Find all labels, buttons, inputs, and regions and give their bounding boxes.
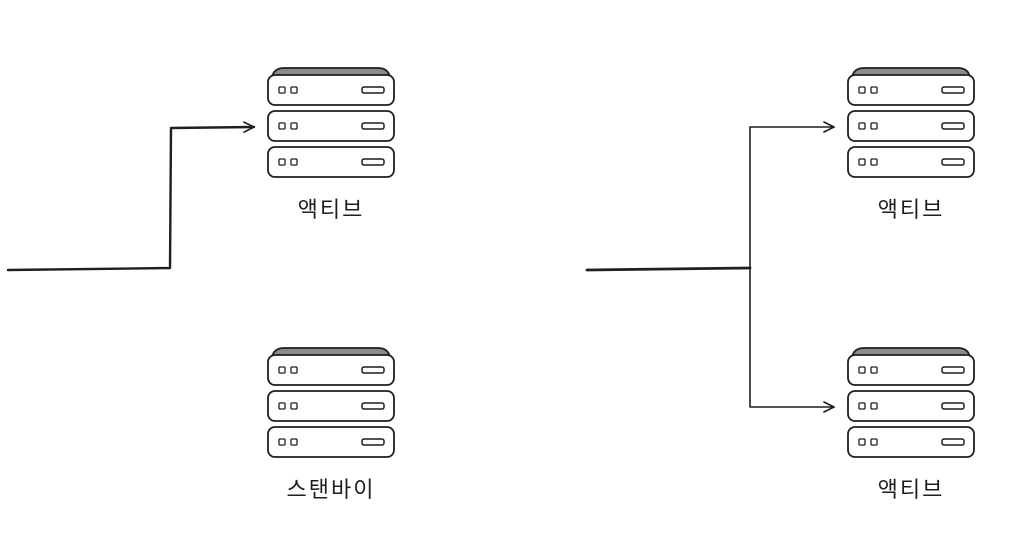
server-unit xyxy=(267,390,395,422)
drive-slot-icon xyxy=(361,366,385,374)
status-led-icon xyxy=(290,402,298,410)
status-led-icon xyxy=(278,122,286,130)
server-rack-icon xyxy=(267,347,395,458)
diagram-active-standby: 액티브 스탠바이 xyxy=(6,67,395,503)
status-led-icon xyxy=(290,158,298,166)
server-unit-body xyxy=(847,354,975,386)
drive-slot-icon xyxy=(361,122,385,130)
status-led-icon xyxy=(858,366,866,374)
drive-slot-icon xyxy=(361,158,385,166)
server-unit-body xyxy=(267,354,395,386)
server-unit xyxy=(847,354,975,386)
status-led-icon xyxy=(870,402,878,410)
status-led-icon xyxy=(870,366,878,374)
traffic-trunk-line xyxy=(585,266,752,272)
traffic-line-to-active xyxy=(6,127,256,272)
drive-slot-icon xyxy=(361,402,385,410)
server-unit-body xyxy=(847,426,975,458)
status-led-icon xyxy=(290,366,298,374)
server-active-top: 액티브 xyxy=(847,67,975,223)
server-unit-body xyxy=(267,110,395,142)
status-led-icon xyxy=(858,86,866,94)
status-led-icon xyxy=(858,158,866,166)
server-unit xyxy=(267,354,395,386)
server-unit-body xyxy=(847,110,975,142)
drive-slot-icon xyxy=(941,158,965,166)
drive-slot-icon xyxy=(941,86,965,94)
server-unit xyxy=(267,426,395,458)
server-unit-body xyxy=(267,146,395,178)
drive-slot-icon xyxy=(361,86,385,94)
server-rack-icon xyxy=(267,67,395,178)
server-unit-body xyxy=(267,390,395,422)
server-active-bottom: 액티브 xyxy=(847,347,975,503)
status-led-icon xyxy=(870,122,878,130)
status-led-icon xyxy=(278,158,286,166)
status-led-icon xyxy=(278,366,286,374)
server-label-active-top: 액티브 xyxy=(878,198,945,223)
server-unit xyxy=(847,74,975,106)
server-active: 액티브 xyxy=(267,67,395,223)
server-unit-body xyxy=(847,146,975,178)
status-led-icon xyxy=(290,122,298,130)
drive-slot-icon xyxy=(941,366,965,374)
server-unit xyxy=(847,146,975,178)
server-unit-body xyxy=(847,74,975,106)
server-unit xyxy=(267,146,395,178)
status-led-icon xyxy=(870,158,878,166)
server-rack-icon xyxy=(847,347,975,458)
diagram-active-active: 액티브 액티브 xyxy=(585,67,975,503)
traffic-branch-to-active-top xyxy=(749,127,834,269)
status-led-icon xyxy=(858,122,866,130)
server-rack-icon xyxy=(847,67,975,178)
status-led-icon xyxy=(870,438,878,446)
server-unit-body xyxy=(267,74,395,106)
drive-slot-icon xyxy=(941,402,965,410)
server-unit xyxy=(847,390,975,422)
server-label-active-bottom: 액티브 xyxy=(878,478,945,503)
server-unit xyxy=(847,426,975,458)
server-unit-body xyxy=(847,390,975,422)
status-led-icon xyxy=(278,402,286,410)
server-label-standby: 스탠바이 xyxy=(287,478,376,503)
drive-slot-icon xyxy=(941,438,965,446)
status-led-icon xyxy=(290,438,298,446)
drive-slot-icon xyxy=(361,438,385,446)
drive-slot-icon xyxy=(941,122,965,130)
status-led-icon xyxy=(858,402,866,410)
server-unit xyxy=(847,110,975,142)
server-standby: 스탠바이 xyxy=(267,347,395,503)
server-unit-body xyxy=(267,426,395,458)
status-led-icon xyxy=(858,438,866,446)
status-led-icon xyxy=(870,86,878,94)
status-led-icon xyxy=(278,86,286,94)
traffic-branch-to-active-bottom xyxy=(749,267,834,407)
status-led-icon xyxy=(290,86,298,94)
status-led-icon xyxy=(278,438,286,446)
server-unit xyxy=(267,74,395,106)
server-unit xyxy=(267,110,395,142)
server-label-active: 액티브 xyxy=(298,198,365,223)
